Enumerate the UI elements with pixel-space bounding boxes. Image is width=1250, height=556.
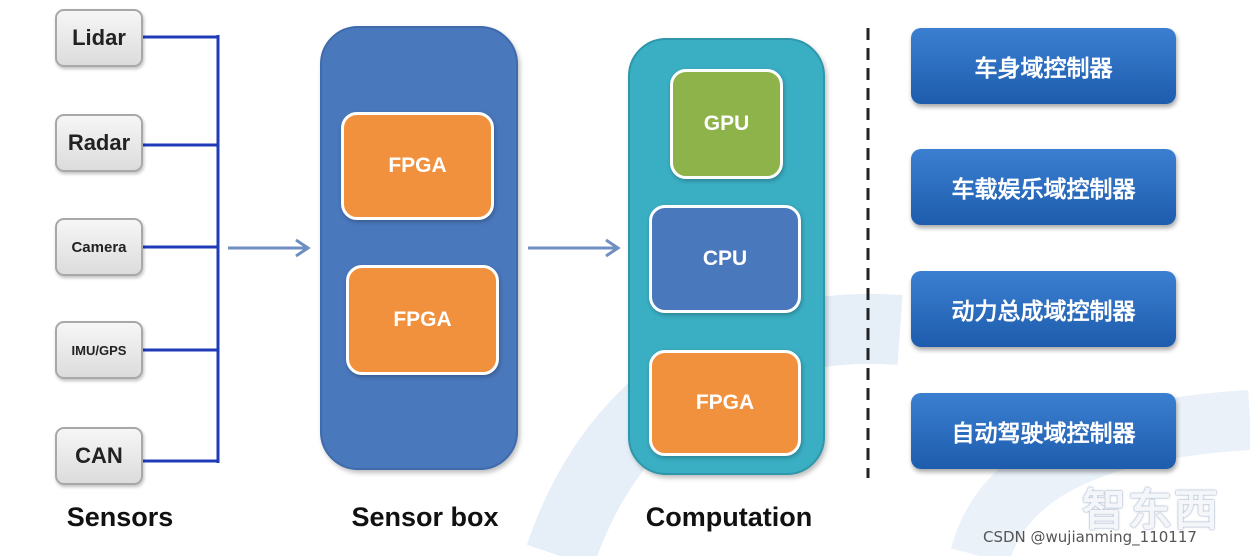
sensor-label: Radar [67,130,131,155]
chip-label: FPGA [388,154,447,177]
sensor-radar: Radar [55,114,143,172]
domain-label: 车载娱乐域控制器 [951,177,1136,203]
label-sensors: Sensors [66,502,174,532]
computation-gpu: GPU [670,69,783,179]
chip-label: FPGA [695,391,755,414]
computation-fpga: FPGA [649,350,801,456]
watermark-logo: 智东西 [1082,485,1220,536]
sensor-label: Lidar [72,25,126,50]
chip-label: FPGA [393,308,452,331]
sensor-lidar: Lidar [55,9,143,67]
sensor-label: Camera [71,238,127,256]
domain-powertrain-controller: 动力总成域控制器 [911,271,1176,347]
chip-label: GPU [703,112,750,135]
watermark-credit: CSDN @wujianming_110117 [983,528,1197,546]
sensor-imu-gps: IMU/GPS [55,321,143,379]
domain-label: 自动驾驶域控制器 [951,421,1136,447]
flow-arrow-to-computation [528,238,621,258]
sensor-box-fpga-2: FPGA [346,265,499,375]
chip-label: CPU [702,247,748,270]
computation-cpu: CPU [649,205,801,313]
sensor-camera: Camera [55,218,143,276]
domain-body-controller: 车身域控制器 [911,28,1176,104]
sensor-box [320,26,518,470]
domain-label: 车身域控制器 [974,56,1113,82]
sensor-bus [142,35,220,463]
domain-label: 动力总成域控制器 [951,299,1136,325]
domain-infotainment-controller: 车载娱乐域控制器 [911,149,1176,225]
domain-autonomous-driving-controller: 自动驾驶域控制器 [911,393,1176,469]
label-sensor-box: Sensor box [351,502,499,532]
sensor-label: IMU/GPS [71,342,127,358]
label-computation: Computation [645,502,813,532]
sensor-can: CAN [55,427,143,485]
sensor-box-fpga-1: FPGA [341,112,494,220]
flow-arrow-to-sensor-box [228,238,311,258]
sensor-label: CAN [75,443,123,468]
